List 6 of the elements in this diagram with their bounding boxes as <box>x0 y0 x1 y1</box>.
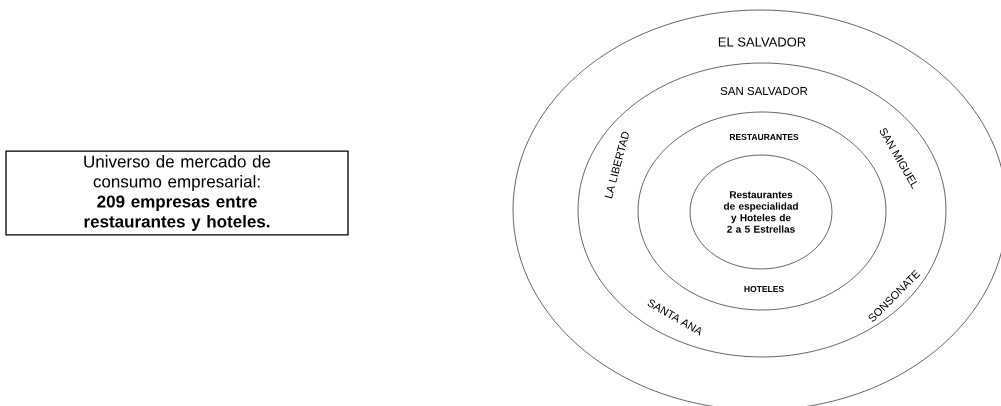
region-label: SAN SALVADOR <box>720 86 808 96</box>
text-box: Universo de mercado de consumo empresarial: 209 empresas entre restaurantes y hoteles. <box>5 150 349 236</box>
region-label: HOTELES <box>744 286 784 292</box>
center-label: Restaurantes de especialidad y Hoteles de 2 a 5 Estrellas <box>723 191 798 233</box>
region-label: EL SALVADOR <box>718 37 806 47</box>
region-label: RESTAURANTES <box>729 134 799 140</box>
